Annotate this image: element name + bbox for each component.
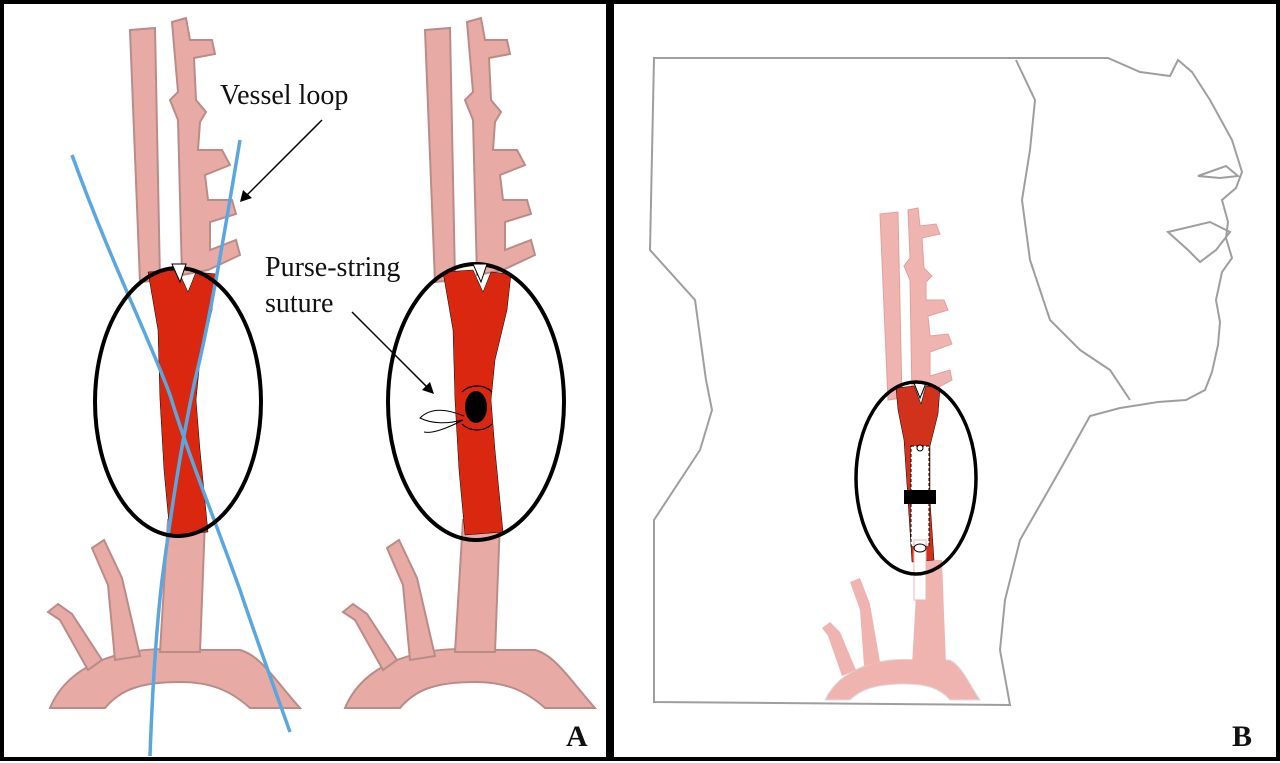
purse-string-label-line2: suture bbox=[265, 288, 333, 319]
panel-a-letter: A bbox=[566, 720, 588, 753]
brachiocephalic-branch-left bbox=[90, 538, 142, 662]
head-neck-outline bbox=[648, 57, 1244, 707]
vessel-loop-label: Vessel loop bbox=[220, 80, 348, 111]
external-carotid-left bbox=[168, 16, 242, 277]
purse-string-stitch-top bbox=[461, 385, 493, 393]
external-carotid-b bbox=[903, 207, 953, 397]
purse-string-stitch-bottom bbox=[461, 423, 493, 431]
jaw-line bbox=[1015, 59, 1131, 401]
vessel-loop-arrow bbox=[243, 119, 323, 199]
bifurcation-notch-right bbox=[472, 263, 488, 284]
panel-a-left-illustration bbox=[46, 16, 303, 757]
bifurcation-notch-left bbox=[171, 263, 187, 284]
suture-tail-2 bbox=[423, 419, 464, 433]
panel-b-frame bbox=[610, 0, 1280, 761]
subclavian-branch-right bbox=[341, 602, 399, 672]
vessel-loop-arrowhead bbox=[240, 190, 252, 202]
dilator-sheath-icon bbox=[904, 444, 936, 601]
suture-tail-1 bbox=[419, 409, 465, 424]
external-carotid-right bbox=[463, 16, 537, 277]
brachiocephalic-b bbox=[850, 578, 880, 666]
internal-carotid-right bbox=[423, 26, 457, 284]
subclavian-b bbox=[822, 622, 856, 676]
brachiocephalic-branch-right bbox=[385, 538, 437, 662]
surgical-field-ellipse-b bbox=[854, 380, 978, 576]
purse-string-label-line1: Purse-string bbox=[265, 252, 400, 283]
exposed-carotid-left bbox=[147, 269, 217, 536]
purse-string-arrow bbox=[351, 311, 431, 391]
subclavian-branch-left bbox=[46, 602, 104, 672]
internal-carotid-left bbox=[128, 26, 162, 284]
nose-line bbox=[1197, 164, 1241, 180]
lips-line bbox=[1165, 220, 1232, 264]
vessel-loop-1 bbox=[70, 154, 292, 733]
panel-b-letter: B bbox=[1232, 720, 1252, 753]
vessel-loop-2 bbox=[148, 139, 242, 757]
sheath-tip bbox=[913, 543, 927, 553]
purse-string-arrowhead bbox=[422, 382, 434, 394]
panel-b-illustration bbox=[648, 57, 1244, 707]
dilator-shaft bbox=[913, 539, 927, 601]
internal-carotid-b bbox=[879, 211, 903, 401]
arteriotomy-hole bbox=[465, 391, 487, 423]
panel-a-right-illustration bbox=[341, 16, 598, 709]
vessel-loop-annotation: Vessel loop bbox=[220, 80, 348, 202]
sheath-top-dot bbox=[916, 444, 924, 452]
panel-a-frame bbox=[0, 0, 610, 761]
sheath-clamp bbox=[904, 490, 936, 504]
purse-string-annotation: Purse-string suture bbox=[265, 252, 434, 394]
